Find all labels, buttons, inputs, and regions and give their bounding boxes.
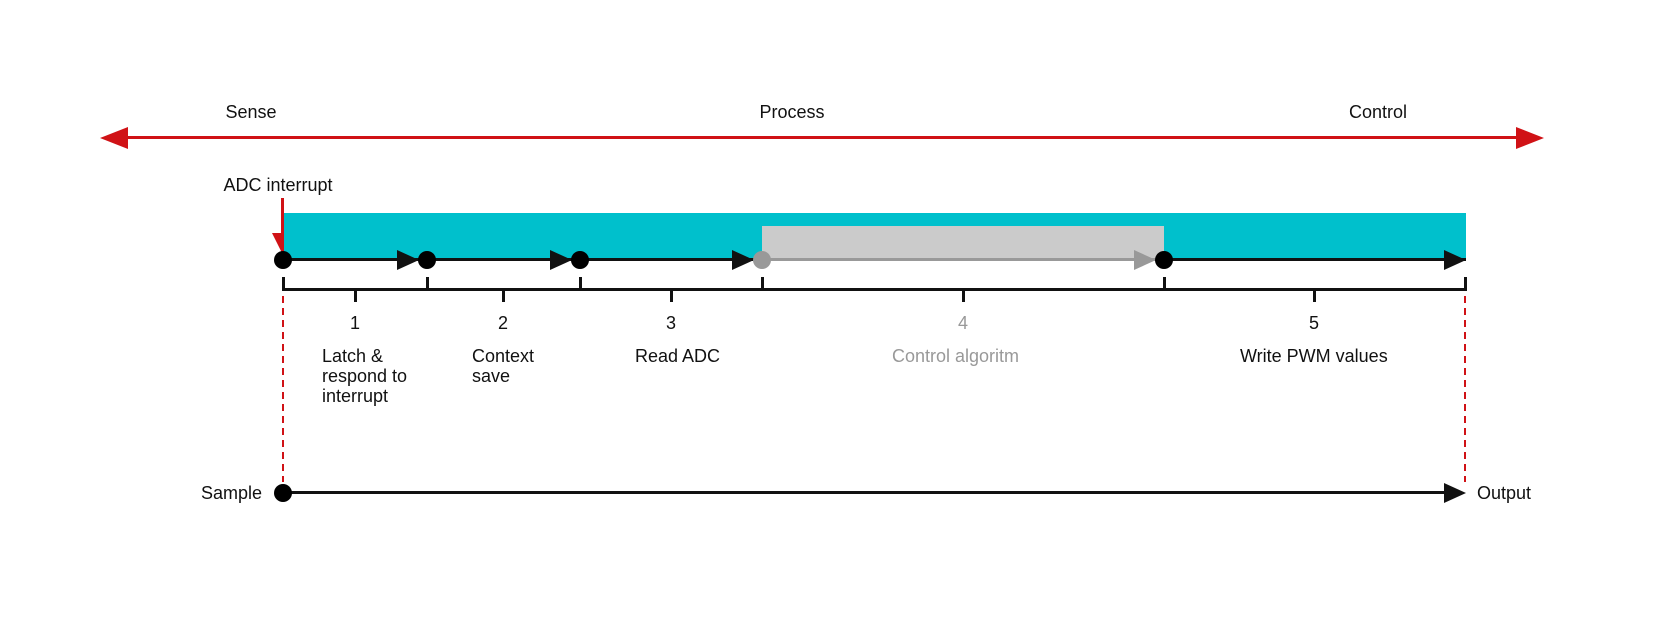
ruler-tick-minor <box>670 290 673 302</box>
output-label: Output <box>1477 483 1532 503</box>
sample-dot <box>274 484 292 502</box>
step-label-context-save: Context save <box>472 346 535 386</box>
step-number-5: 5 <box>1308 313 1319 333</box>
step-label-read-adc: Read ADC <box>635 346 721 366</box>
ruler-tick-major <box>1464 277 1467 290</box>
arrowhead-right-icon <box>1516 127 1544 149</box>
adc-interrupt-label: ADC interrupt <box>223 175 333 195</box>
ruler-tick-minor <box>1313 290 1316 302</box>
timeline-marker-dot-gray <box>753 251 771 269</box>
sample-dashed-connector <box>282 296 284 482</box>
ruler-tick-major <box>761 277 764 290</box>
step-number-2: 2 <box>497 313 508 333</box>
ruler-tick-major <box>426 277 429 290</box>
phase-axis-line <box>112 136 1532 139</box>
output-arrowhead-icon <box>1444 483 1466 503</box>
ruler-tick-minor <box>502 290 505 302</box>
timeline-marker-dot <box>274 251 292 269</box>
ruler-line <box>282 288 1467 291</box>
timeline-segment-3 <box>580 258 762 261</box>
ruler-tick-major <box>1163 277 1166 290</box>
timeline-arrowhead-gray-icon <box>1134 250 1156 270</box>
ruler-tick-major <box>282 277 285 290</box>
ruler-tick-minor <box>962 290 965 302</box>
timeline-arrowhead-icon <box>550 250 572 270</box>
ruler-tick-minor <box>354 290 357 302</box>
sample-output-line <box>283 491 1446 494</box>
step-number-3: 3 <box>665 313 676 333</box>
timeline-segment-5 <box>1164 258 1466 261</box>
step-label-control-algorithm: Control algoritm <box>892 346 1020 366</box>
timeline-marker-dot <box>571 251 589 269</box>
timeline-marker-dot <box>1155 251 1173 269</box>
phase-label-control: Control <box>1348 102 1408 122</box>
timeline-end-arrowhead-icon <box>1444 250 1466 270</box>
timeline-marker-dot <box>418 251 436 269</box>
step-number-4: 4 <box>957 313 968 333</box>
step-label-write-pwm: Write PWM values <box>1240 346 1388 366</box>
step-number-1: 1 <box>349 313 360 333</box>
adc-interrupt-arrow-line <box>281 198 284 234</box>
timeline-segment-1 <box>283 258 427 261</box>
phase-label-process: Process <box>759 102 825 122</box>
sample-label: Sample <box>200 483 262 503</box>
phase-label-sense: Sense <box>225 102 277 122</box>
timeline-arrowhead-icon <box>732 250 754 270</box>
timeline-arrowhead-icon <box>397 250 419 270</box>
ruler-tick-major <box>579 277 582 290</box>
control-algorithm-highlight-bar <box>762 226 1164 261</box>
step-label-latch-respond: Latch & respond to interrupt <box>322 346 408 406</box>
timeline-segment-4 <box>762 258 1164 261</box>
timeline-segment-2 <box>427 258 580 261</box>
output-dashed-connector <box>1464 296 1466 482</box>
